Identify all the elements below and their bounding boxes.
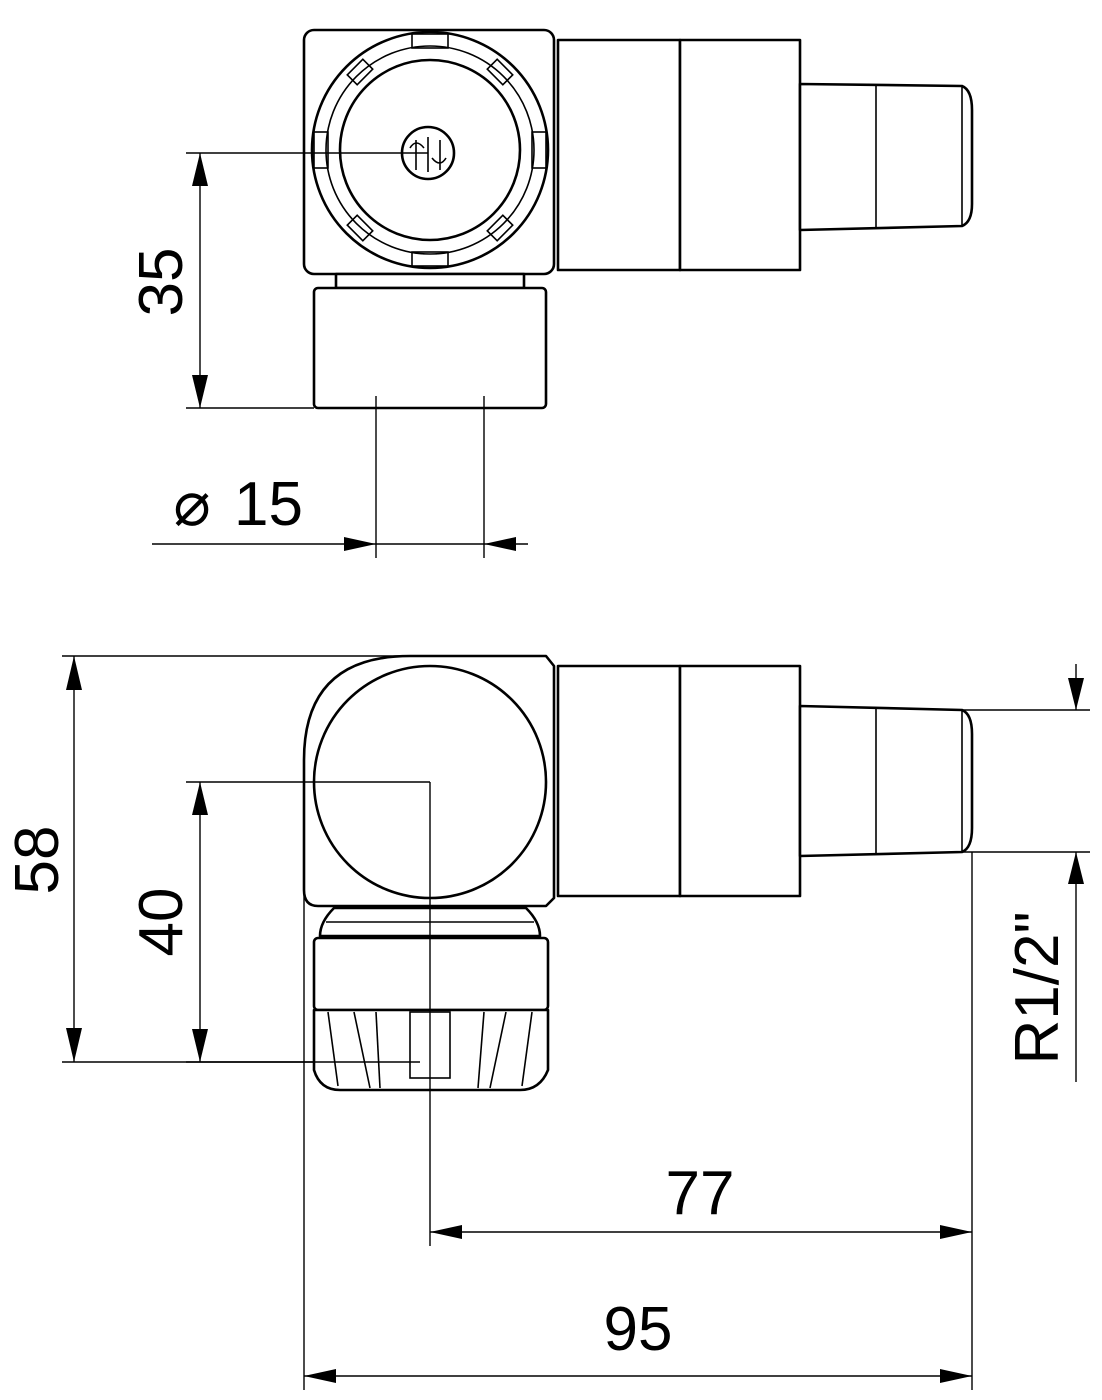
dim-40-arrow-top <box>192 782 208 815</box>
dim-15-arrow-left <box>344 537 376 551</box>
top-collar <box>334 272 526 290</box>
top-pipe-outlet <box>312 286 548 410</box>
dim-15-arrow-right <box>484 537 516 551</box>
dim-35-arrow-top <box>192 153 208 186</box>
dim-35-label: 35 <box>127 248 196 317</box>
front-threaded-connector <box>798 704 974 858</box>
dim-15-label: 15 <box>234 470 303 539</box>
thread-label: R1/2" <box>1003 912 1072 1065</box>
top-view: 35 ⌀ 15 <box>127 28 974 558</box>
thread-arrow-top <box>1068 678 1084 710</box>
dim-58-label: 58 <box>3 826 72 895</box>
front-coupling-2 <box>678 664 802 898</box>
top-cap-notches <box>313 33 547 267</box>
dim-77-arrow-left <box>430 1225 462 1239</box>
dim-58-arrow-bottom <box>66 1028 82 1062</box>
dim-58-arrow-top <box>66 656 82 690</box>
top-coupling-2 <box>678 38 802 272</box>
front-nut <box>312 936 550 1012</box>
dim-40-label: 40 <box>127 888 196 957</box>
diameter-symbol: ⌀ <box>173 470 210 539</box>
front-coupling-1 <box>556 664 682 898</box>
dim-95-arrow-right <box>940 1369 972 1383</box>
dim-95-arrow-left <box>304 1369 336 1383</box>
thread-arrow-bottom <box>1068 852 1084 884</box>
dim-77-arrow-right <box>940 1225 972 1239</box>
dim-35-arrow-bottom <box>192 375 208 408</box>
top-coupling-1 <box>556 38 682 272</box>
top-threaded-connector <box>798 82 974 232</box>
dim-77-label: 77 <box>666 1159 735 1228</box>
dim-95-label: 95 <box>604 1295 673 1364</box>
top-cap-inner-ring <box>325 45 535 255</box>
front-knurled-nut <box>312 1008 550 1092</box>
dim-40-arrow-bottom <box>192 1029 208 1062</box>
front-view: 58 40 R1/2" 77 95 <box>3 654 1090 1390</box>
